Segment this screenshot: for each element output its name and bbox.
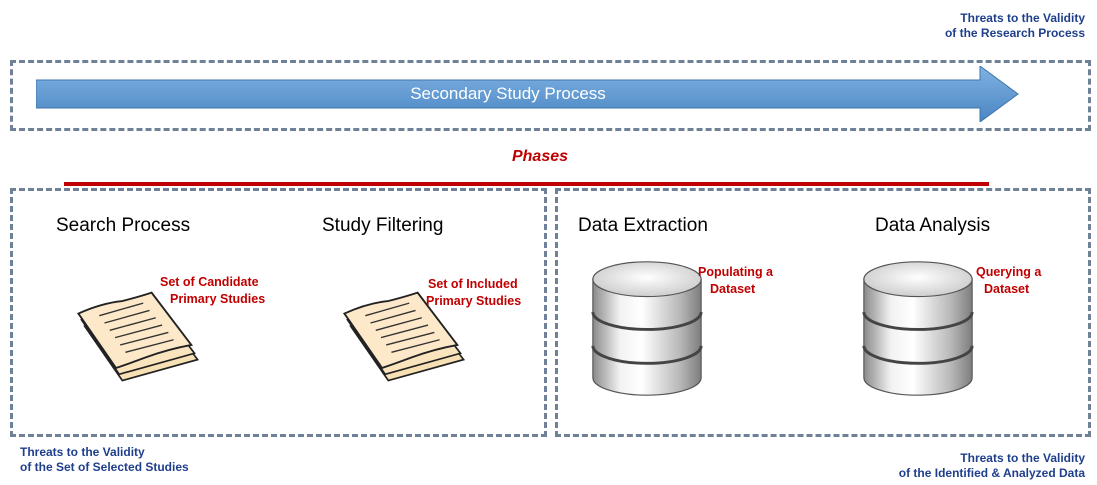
research-process-threats-caption: Threats to the Validity of the Research … bbox=[765, 11, 1085, 41]
phase-title-data-extraction: Data Extraction bbox=[578, 215, 708, 236]
artifact-label-candidate-studies: Set of Candidate Primary Studies bbox=[160, 274, 265, 308]
artifact-line-2: Dataset bbox=[710, 282, 756, 296]
artifact-line-2: Dataset bbox=[984, 282, 1030, 296]
phase-title-data-analysis: Data Analysis bbox=[875, 215, 991, 236]
caption-line-1: Threats to the Validity bbox=[960, 451, 1085, 465]
selected-studies-group-box bbox=[10, 188, 547, 437]
research-process-box bbox=[10, 60, 1091, 131]
caption-line-1: Threats to the Validity bbox=[20, 445, 145, 459]
analyzed-data-threats-caption: Threats to the Validity of the Identifie… bbox=[705, 451, 1085, 481]
artifact-line-1: Set of Included bbox=[428, 277, 518, 291]
secondary-study-process-arrow bbox=[36, 66, 1019, 122]
artifact-label-included-studies: Set of Included Primary Studies bbox=[426, 276, 521, 310]
caption-line-1: Threats to the Validity bbox=[960, 11, 1085, 25]
artifact-line-1: Querying a bbox=[976, 265, 1042, 279]
caption-line-2: of the Research Process bbox=[944, 26, 1085, 40]
phase-title-study-filtering: Study Filtering bbox=[322, 215, 444, 236]
caption-line-2: of the Identified & Analyzed Data bbox=[898, 466, 1085, 480]
database-icon bbox=[860, 256, 976, 401]
artifact-line-2: Primary Studies bbox=[426, 294, 522, 308]
caption-line-2: of the Set of Selected Studies bbox=[20, 460, 189, 474]
artifact-line-1: Set of Candidate bbox=[160, 275, 259, 289]
phases-divider-line bbox=[64, 182, 989, 186]
artifact-label-populating-dataset: Populating a Dataset bbox=[698, 264, 773, 298]
database-icon bbox=[589, 256, 705, 401]
artifact-label-querying-dataset: Querying a Dataset bbox=[976, 264, 1041, 298]
analyzed-data-group-box bbox=[555, 188, 1091, 437]
artifact-line-2: Primary Studies bbox=[170, 292, 266, 306]
phases-label: Phases bbox=[511, 148, 569, 165]
artifact-line-1: Populating a bbox=[698, 265, 773, 279]
phase-title-search-process: Search Process bbox=[56, 215, 191, 236]
selected-studies-threats-caption: Threats to the Validity of the Set of Se… bbox=[20, 445, 340, 475]
secondary-study-process-label: Secondary Study Process bbox=[410, 84, 606, 103]
